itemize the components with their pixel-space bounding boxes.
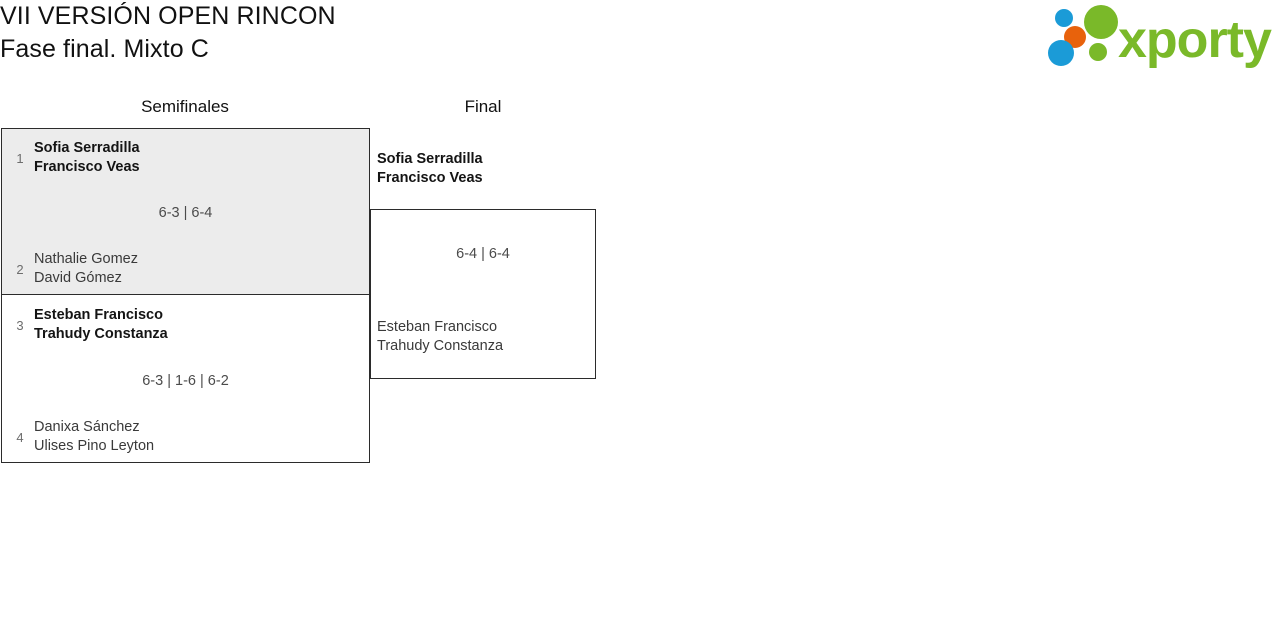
match-score-semifinal-1: 6-3 | 6-4 <box>158 205 213 221</box>
logo-dot-orange <box>1064 26 1086 48</box>
player-name: Francisco Veas <box>377 170 483 186</box>
match-slot-final-bottom[interactable]: Esteban Francisco Trahudy Constanza <box>377 318 587 356</box>
logo-dot-blue-small <box>1055 9 1073 27</box>
team-names: Nathalie Gomez David Gómez <box>29 250 369 288</box>
player-name: Sofia Serradilla <box>377 151 483 167</box>
tournament-subtitle: Fase final. Mixto C <box>0 35 209 63</box>
player-name: Trahudy Constanza <box>377 338 504 354</box>
logo-dot-green-large <box>1084 5 1118 39</box>
team-names: Esteban Francisco Trahudy Constanza <box>29 306 369 344</box>
match-semifinal-2[interactable]: 3 Esteban Francisco Trahudy Constanza 6-… <box>1 294 370 463</box>
player-name: Ulises Pino Leyton <box>34 438 155 454</box>
team-names: Sofia Serradilla Francisco Veas <box>29 139 369 177</box>
match-score-semifinal-2: 6-3 | 1-6 | 6-2 <box>142 373 229 389</box>
logo-wordmark: xporty <box>1118 11 1272 69</box>
player-name: Esteban Francisco <box>34 307 163 323</box>
match-slot-semifinal-2-bottom[interactable]: 4 Danixa Sánchez Ulises Pino Leyton <box>2 418 369 456</box>
round-header-final: Final <box>464 97 502 116</box>
player-name: Sofia Serradilla <box>34 140 140 156</box>
logo-dot-green-small <box>1089 43 1107 61</box>
match-slot-final-top[interactable]: Sofia Serradilla Francisco Veas <box>377 150 587 188</box>
xporty-logo[interactable]: xporty <box>1046 5 1274 69</box>
player-name: Esteban Francisco <box>377 319 498 335</box>
match-semifinal-1[interactable]: 1 Sofia Serradilla Francisco Veas 6-3 | … <box>1 128 370 295</box>
player-name: David Gómez <box>34 270 122 286</box>
logo-dot-blue-large <box>1048 40 1074 66</box>
team-names: Danixa Sánchez Ulises Pino Leyton <box>29 418 369 456</box>
player-name: Nathalie Gomez <box>34 251 138 267</box>
seed-number: 2 <box>16 261 24 277</box>
match-score-final: 6-4 | 6-4 <box>456 246 510 262</box>
match-slot-semifinal-1-top[interactable]: 1 Sofia Serradilla Francisco Veas <box>2 139 369 177</box>
seed-number: 3 <box>16 317 24 333</box>
round-header-semifinales: Semifinales <box>141 97 229 116</box>
player-name: Francisco Veas <box>34 159 140 175</box>
tournament-header: VII VERSIÓN OPEN RINCON Fase final. Mixt… <box>0 0 1280 80</box>
player-name: Danixa Sánchez <box>34 419 140 435</box>
seed-number: 4 <box>16 429 24 445</box>
tournament-title: VII VERSIÓN OPEN RINCON <box>0 2 336 30</box>
match-slot-semifinal-2-top[interactable]: 3 Esteban Francisco Trahudy Constanza <box>2 306 369 344</box>
match-final[interactable] <box>370 209 596 379</box>
match-slot-semifinal-1-bottom[interactable]: 2 Nathalie Gomez David Gómez <box>2 250 369 288</box>
seed-number: 1 <box>16 150 24 166</box>
player-name: Trahudy Constanza <box>34 326 168 342</box>
